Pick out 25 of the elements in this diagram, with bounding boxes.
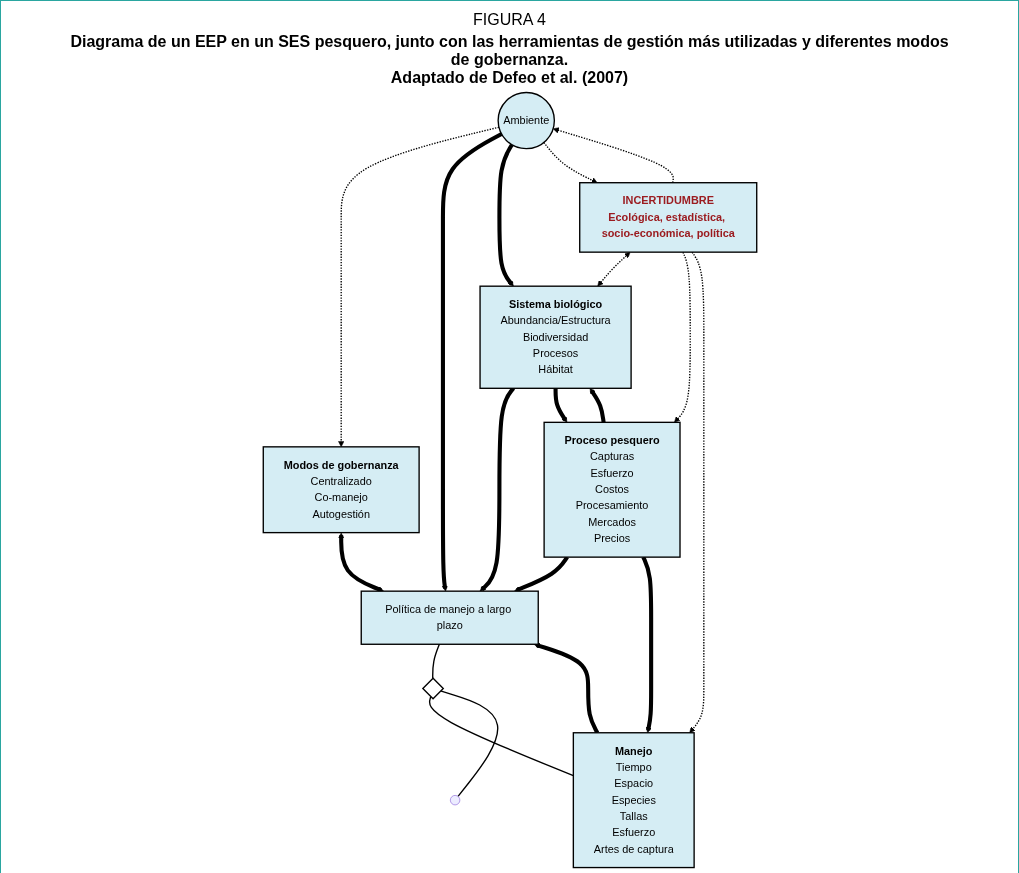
arrow	[589, 388, 606, 423]
arrow	[513, 556, 569, 592]
arrow	[596, 252, 630, 287]
arrow	[688, 251, 704, 734]
arrow	[640, 556, 653, 734]
node-box: Sistema biológico Abundancia/Estructura Biodiversidad Procesos Hábitat	[478, 285, 632, 389]
node-box: Política de manejo a largo plazo	[360, 590, 539, 645]
arrow	[533, 643, 599, 734]
arrow	[337, 532, 384, 593]
node-circle: Ambiente	[496, 91, 555, 150]
arrow	[496, 143, 514, 287]
arrow	[542, 141, 597, 184]
node-box: Manejo Tiempo Espacio Especies Tallas Esfuerzo Artes de captura	[572, 732, 695, 869]
node-diamond	[421, 677, 444, 700]
arrow	[479, 387, 515, 592]
arrow	[553, 388, 567, 423]
connector	[439, 690, 498, 798]
node-box: Modos de gobernanza Centralizado Co-manejo Autogestión	[262, 446, 420, 534]
arrow	[440, 132, 502, 592]
figure-title: FIGURA 4	[473, 11, 546, 29]
node-box: Proceso pesquero Capturas Esfuerzo Costos Procesamiento Mercados Precios	[542, 421, 681, 558]
arrow	[673, 251, 691, 423]
node-box: INCERTIDUMBRE Ecológica, estadística, socio-económica, política	[578, 182, 757, 253]
figure-caption: Diagrama de un EEP en un SES pesquero, junto con las herramientas de gestión más utilizadas y diferentes modos de gobernanza.	[69, 33, 950, 69]
connector	[431, 643, 440, 679]
